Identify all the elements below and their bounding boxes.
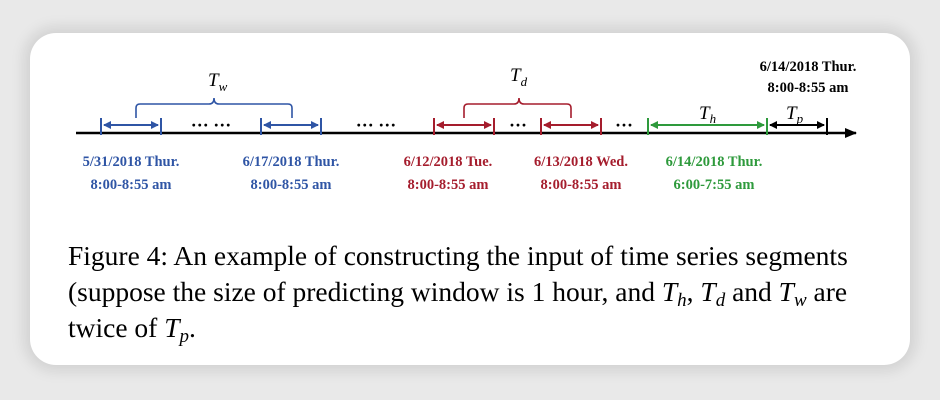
- ellipsis-weekly-gap: ··· ···: [191, 115, 232, 135]
- label-w1-date: 5/31/2018 Thur.: [83, 154, 180, 170]
- caption-text-3: .: [189, 312, 196, 343]
- symbol-td: Td: [510, 65, 528, 89]
- symbol-th: Th: [699, 103, 716, 126]
- caption-sep-2: and: [725, 276, 779, 307]
- label-p-date: 6/14/2018 Thur.: [760, 59, 857, 75]
- label-d2-date: 6/13/2018 Wed.: [534, 154, 628, 170]
- symbol-tw: Tw: [208, 70, 228, 94]
- figure-card: [30, 33, 910, 365]
- ellipsis-daily-gap: ···: [509, 115, 527, 135]
- label-p-time: 8:00-8:55 am: [768, 80, 849, 96]
- caption-text-2: are twice of: [68, 276, 848, 343]
- brace-daily: [463, 97, 572, 118]
- label-w2-time: 8:00-8:55 am: [251, 177, 332, 193]
- caption-tw: Tw: [778, 276, 807, 311]
- label-d2-time: 8:00-8:55 am: [541, 177, 622, 193]
- caption-tp: Tp: [164, 312, 190, 347]
- label-w2-date: 6/17/2018 Thur.: [243, 154, 340, 170]
- label-h-time: 6:00-7:55 am: [674, 177, 755, 193]
- caption-th: Th: [661, 276, 687, 311]
- label-h-date: 6/14/2018 Thur.: [666, 154, 763, 170]
- figure-caption: Figure 4: An example of constructing the…: [68, 238, 888, 346]
- label-w1-time: 8:00-8:55 am: [91, 177, 172, 193]
- ellipsis-between: ··· ···: [356, 115, 397, 135]
- caption-text-1: Figure 4: An example of constructing the…: [68, 240, 848, 307]
- label-d1-date: 6/12/2018 Tue.: [404, 154, 493, 170]
- caption-sep-1: ,: [686, 276, 701, 307]
- caption-td: Td: [700, 276, 726, 311]
- label-d1-time: 8:00-8:55 am: [408, 177, 489, 193]
- ellipsis-before-hourly: ···: [615, 115, 633, 135]
- axis-ticks: [100, 118, 828, 135]
- symbol-tp: Tp: [786, 103, 804, 126]
- brace-weekly: [135, 97, 293, 118]
